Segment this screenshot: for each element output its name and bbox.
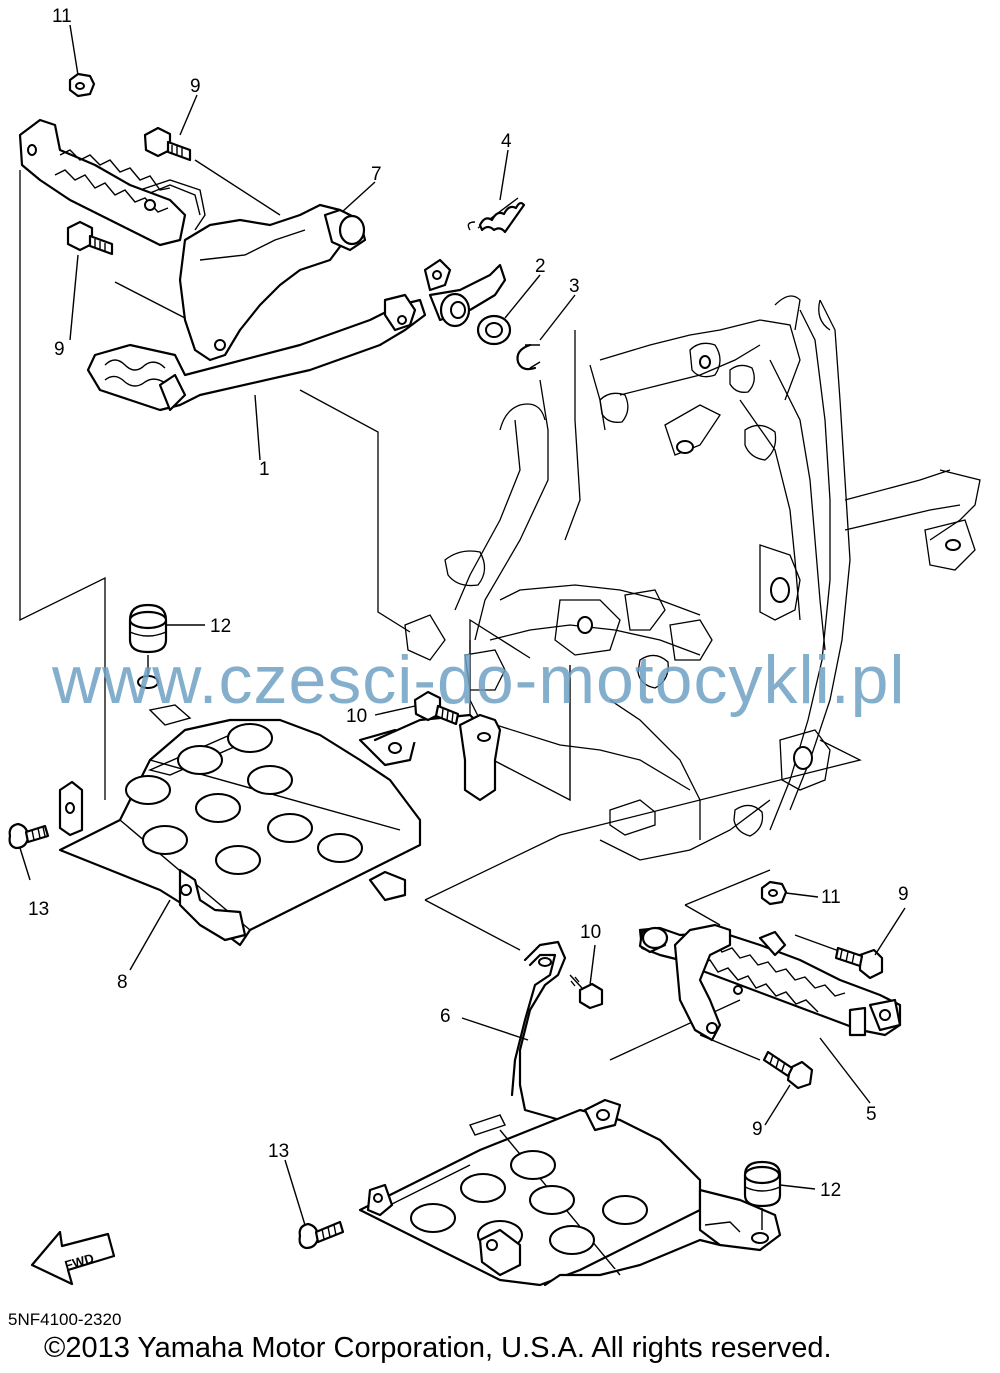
bolt-9-left bbox=[66, 220, 114, 256]
bolt-13-lower bbox=[298, 1220, 345, 1250]
callout-7: 7 bbox=[371, 164, 382, 185]
return-spring bbox=[467, 197, 526, 234]
callout-2: 2 bbox=[535, 256, 546, 277]
copyright-notice: ©2013 Yamaha Motor Corporation, U.S.A. A… bbox=[44, 1332, 832, 1364]
assembly-lines bbox=[19, 159, 862, 1061]
callout-10-upper: 10 bbox=[346, 706, 367, 727]
callout-1: 1 bbox=[259, 459, 270, 480]
callout-9-upper: 9 bbox=[190, 76, 201, 97]
callout-9-left: 9 bbox=[54, 339, 65, 360]
callout-12-upper: 12 bbox=[210, 616, 231, 637]
callout-13-lower: 13 bbox=[268, 1141, 289, 1162]
footpeg-left bbox=[18, 118, 187, 247]
circlip bbox=[516, 343, 541, 371]
bolt-9-right-lower bbox=[762, 1050, 814, 1090]
bolt-10-upper bbox=[413, 690, 460, 726]
callout-numbers: 11 9 9 7 4 2 3 1 12 10 13 8 10 11 9 6 5 … bbox=[28, 6, 909, 1201]
callout-4: 4 bbox=[501, 131, 512, 152]
callout-6: 6 bbox=[440, 1006, 451, 1027]
footpeg-right bbox=[638, 923, 902, 1042]
callout-11-lower: 11 bbox=[821, 887, 841, 908]
bushing-12-lower bbox=[743, 1160, 782, 1230]
callout-13-left: 13 bbox=[28, 899, 49, 920]
watermark-text: www.czesci-do-motocykli.pl bbox=[51, 642, 906, 718]
callout-10-lower: 10 bbox=[580, 922, 601, 943]
callout-5: 5 bbox=[866, 1104, 877, 1125]
fwd-arrow-icon: FWD bbox=[30, 1230, 116, 1286]
callout-11-upper: 11 bbox=[52, 6, 72, 27]
diagram-code: 5NF4100-2320 bbox=[8, 1310, 121, 1329]
callout-8: 8 bbox=[117, 972, 128, 993]
nut-11-upper bbox=[68, 72, 96, 98]
bolt-13-left bbox=[8, 822, 50, 850]
skid-plate-left bbox=[58, 704, 502, 947]
callout-leaders bbox=[19, 24, 906, 1226]
footrest-bracket bbox=[139, 179, 367, 362]
callout-12-lower: 12 bbox=[820, 1180, 841, 1201]
brake-pedal bbox=[86, 258, 507, 412]
bolt-10-lower bbox=[569, 974, 604, 1010]
bushing-12-upper bbox=[128, 603, 168, 689]
callout-3: 3 bbox=[569, 276, 580, 297]
callout-9-right-upper: 9 bbox=[898, 884, 909, 905]
callout-9-right-lower: 9 bbox=[752, 1119, 763, 1140]
skid-plate-right bbox=[358, 940, 782, 1287]
motorcycle-frame bbox=[404, 295, 981, 861]
bolt-9-right-upper bbox=[834, 946, 884, 980]
washer bbox=[476, 314, 512, 346]
nut-11-lower bbox=[760, 880, 788, 906]
bolt-9-upper bbox=[143, 126, 192, 162]
